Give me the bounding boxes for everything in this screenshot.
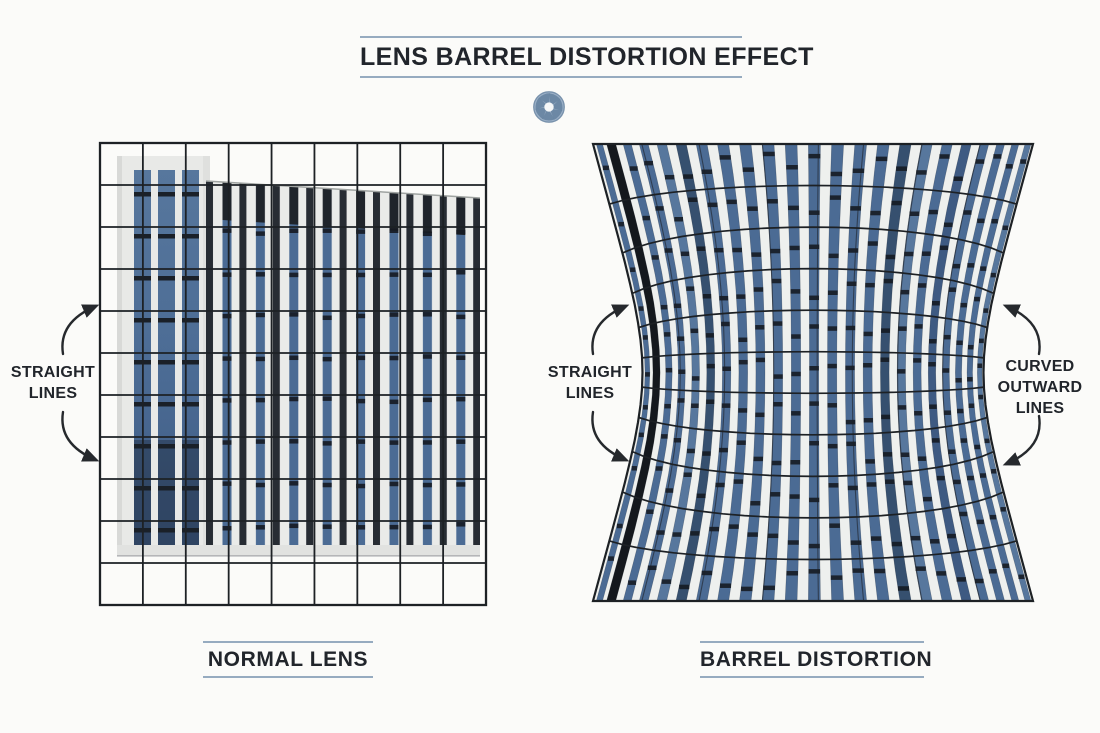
barrel-distortion-caption-block: BARREL DISTORTION (700, 641, 933, 678)
caption-rule-top (203, 641, 373, 643)
barrel-distortion-figure (591, 142, 1035, 603)
curved-arrow-down-right-icon (61, 410, 100, 462)
caption-rule-bottom (700, 676, 924, 678)
curved-arrow-down-right-icon (591, 410, 630, 462)
normal-lens-caption: NORMAL LENS (207, 648, 369, 671)
straight-lines-label-middle: STRAIGHT LINES (547, 364, 633, 402)
title-block: LENS BARREL DISTORTION EFFECT (360, 36, 814, 78)
curved-arrow-up-left-icon (1002, 304, 1041, 356)
title-rule-bottom (360, 76, 742, 78)
aperture-icon (533, 91, 565, 123)
page-title: LENS BARREL DISTORTION EFFECT (360, 43, 814, 71)
caption-rule-bottom (203, 676, 373, 678)
title-rule-top (360, 36, 742, 38)
normal-lens-caption-block: NORMAL LENS (203, 641, 373, 678)
normal-lens-figure (98, 141, 488, 607)
straight-lines-label-left: STRAIGHT LINES (10, 364, 96, 402)
curved-arrow-up-right-icon (591, 304, 630, 356)
barrel-distortion-caption: BARREL DISTORTION (700, 648, 933, 671)
caption-rule-top (700, 641, 924, 643)
curved-outward-lines-label: CURVED OUTWARD LINES (997, 358, 1083, 417)
curved-arrow-up-right-icon (61, 304, 100, 356)
curved-arrow-down-left-icon (1002, 414, 1041, 466)
